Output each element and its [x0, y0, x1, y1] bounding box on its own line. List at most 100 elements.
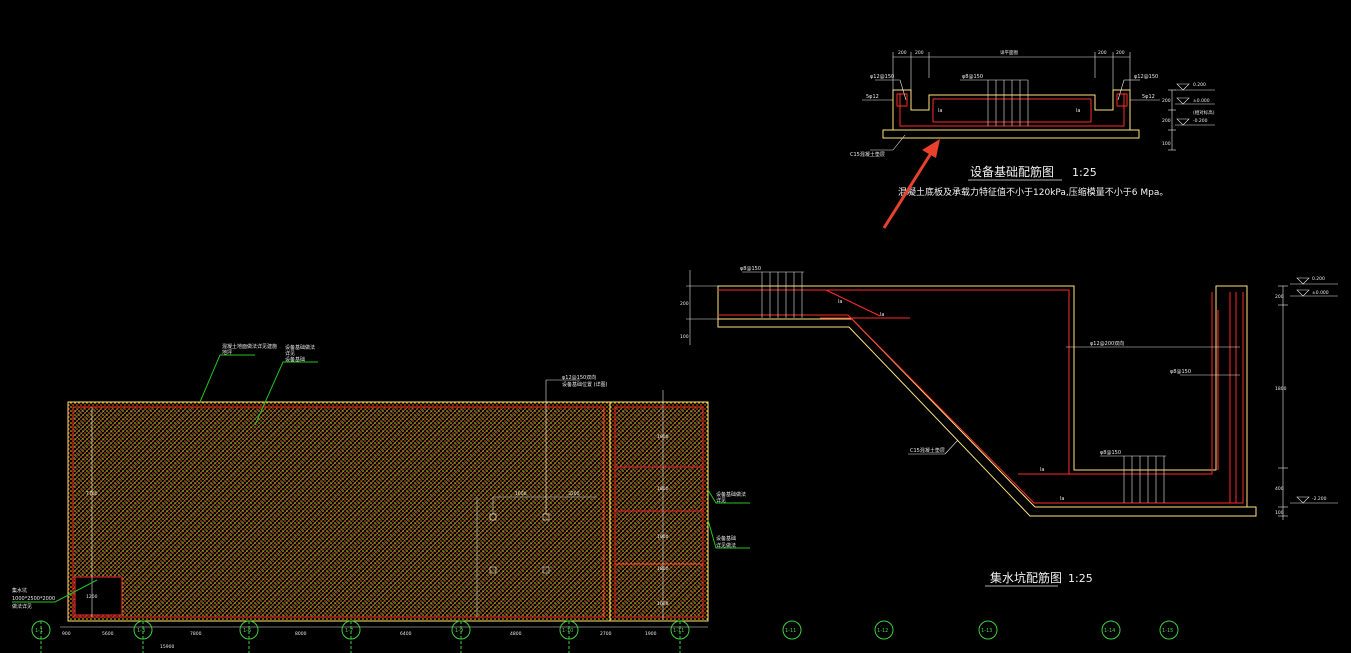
leader-1-line2: 地坪	[222, 349, 232, 356]
plan-bottom-dim-7: 2700	[600, 631, 612, 637]
leader-5-line2: 详见做法	[716, 542, 736, 549]
sump-top-bar-label: φ8@150	[740, 266, 761, 272]
equipment-title: 设备基础配筋图	[970, 164, 1054, 179]
grid-label-2: 1-3	[137, 628, 145, 634]
sump-concrete-outline	[717, 285, 1257, 517]
sump-level-2: ±0.000	[1312, 290, 1329, 296]
equipment-left-bar-label: φ12@150	[870, 74, 894, 80]
sump-bottom-bar-label: φ8@150	[1100, 450, 1121, 456]
sump-vertical-bar-label: φ12@200双向	[1090, 340, 1124, 347]
equipment-bar-ticks	[862, 79, 1160, 151]
sump-label-line2: 1000*2500*2000	[12, 596, 55, 602]
grid-label-9: 1-12	[877, 628, 888, 634]
equipment-level-note: (相对标高)	[1193, 109, 1215, 116]
sump-la-3: la	[1040, 467, 1044, 473]
leader-2-line1: 设备基础做法	[285, 344, 315, 351]
plan-bottom-dim-6: 4800	[510, 631, 522, 637]
sump-rebar	[718, 289, 1244, 504]
sump-level-markers	[1278, 277, 1338, 520]
plan-right-dim-3: 1900	[657, 534, 669, 540]
leader-4-line1: 设备基础做法	[716, 491, 746, 498]
grid-label-5: 1-9	[455, 628, 463, 634]
sump-la-4: la	[1060, 496, 1064, 502]
equipment-left-side-label: 5φ12	[866, 94, 879, 100]
plan-right-dim-4: 1800	[657, 566, 669, 572]
floor-plan: 1600 3200 7700 1200 1900 1800 1900 1800 …	[12, 343, 1179, 653]
sump-annotation-lines	[686, 270, 1240, 503]
plan-right-dim-2: 1800	[657, 486, 669, 492]
sump-right-dim-4: 100	[1275, 510, 1284, 516]
grid-label-4: 1-7	[345, 628, 353, 634]
leader-5-line1: 设备基础	[716, 535, 736, 542]
plan-right-dim-5: 1600	[657, 601, 669, 607]
sump-left-dim-1: 200	[680, 301, 689, 307]
sump-level-1: 0.200	[1312, 276, 1325, 282]
leader-2-line3: 设备基础	[285, 356, 305, 363]
plan-bottom-dim-3: 7800	[190, 631, 202, 637]
grid-label-3: 1-6	[243, 628, 251, 634]
equipment-scale: 1:25	[1072, 166, 1097, 179]
equipment-la-right: la	[1076, 108, 1080, 114]
sump-right-dim-1: 200	[1275, 294, 1284, 300]
equipment-level-markers	[1168, 83, 1215, 151]
sump-slope-label: C15混凝土垫层	[910, 447, 945, 454]
sump-left-dim-2: 100	[680, 334, 689, 340]
leader-3-line1: φ12@150双向	[562, 374, 596, 381]
plan-inner-dim-1: 1600	[515, 491, 527, 497]
sump-scale: 1:25	[1068, 572, 1093, 585]
equipment-foundation-detail: 200 200 详平面图 200 200	[850, 49, 1215, 229]
grid-label-1: 1-1	[35, 628, 43, 634]
equipment-top-dimensions	[892, 52, 1131, 90]
plan-slab-right-4	[614, 563, 704, 618]
sump-la-1: la	[838, 299, 842, 305]
plan-slab-right-2	[614, 466, 704, 512]
dim-top-2: 200	[915, 50, 924, 56]
dim-top-5: 200	[1116, 50, 1125, 56]
dim-top-4: 200	[1098, 50, 1107, 56]
equipment-note: 混凝土底板及承载力特征值不小于120kPa,压缩模量不小于6 Mpa。	[898, 186, 1168, 198]
sump-wall-bar-label: φ8@150	[1170, 369, 1191, 375]
sump-right-dim-3: 400	[1275, 486, 1284, 492]
highlight-arrow-head	[922, 139, 940, 158]
equipment-right-dim-1: 200	[1162, 98, 1171, 104]
equipment-level-1: 0.200	[1193, 82, 1206, 88]
sump-label-line3: 做法详见	[12, 603, 32, 610]
equipment-right-dim-3: 100	[1162, 141, 1171, 147]
equipment-level-2: ±0.000	[1193, 98, 1210, 104]
dim-top-1: 200	[898, 50, 907, 56]
equipment-right-side-label: 5φ12	[1142, 94, 1155, 100]
plan-sump-pit	[74, 576, 123, 616]
plan-bottom-dim-2: 5600	[102, 631, 114, 637]
equipment-right-bar-label: φ12@150	[1134, 74, 1158, 80]
plan-bottom-total: 15900	[160, 644, 174, 650]
plan-leaders	[12, 354, 750, 603]
sump-la-2: la	[880, 312, 884, 318]
plan-bottom-dim-4: 8000	[295, 631, 307, 637]
grid-label-6: 1-10	[562, 628, 573, 634]
equipment-top-bar-label: φ8@150	[962, 74, 983, 80]
plan-bottom-dim-5: 6400	[400, 631, 412, 637]
grid-label-11: 1-14	[1104, 628, 1115, 634]
plan-dimension-lines	[60, 379, 708, 628]
dim-top-3: 详平面图	[1000, 49, 1018, 56]
grid-label-7: 1-11	[673, 628, 684, 634]
equipment-concrete-outline	[892, 89, 1131, 131]
grid-label-8: 1-11	[785, 628, 796, 634]
plan-slab-right-3	[614, 510, 704, 565]
equipment-la-left: la	[938, 108, 942, 114]
sump-level-3: -2.200	[1312, 496, 1327, 502]
sump-label-line1: 集水坑	[12, 587, 27, 594]
leader-1-line1: 混凝土地面做法详见建施	[222, 343, 277, 350]
plan-inner-dim-2: 3200	[568, 491, 580, 497]
plan-bottom-dim-8: 1900	[645, 631, 657, 637]
plan-left-dim-2: 1200	[86, 594, 98, 600]
highlight-arrow	[882, 149, 935, 229]
equipment-right-dim-2: 200	[1162, 118, 1171, 124]
plan-right-dim-1: 1900	[657, 434, 669, 440]
plan-left-dim: 7700	[86, 491, 98, 497]
leader-3-line2: 设备基础位置 (详图)	[562, 381, 608, 388]
equipment-cushion-label: C15混凝土垫层	[850, 151, 885, 158]
leader-4-line2: 详见	[716, 497, 726, 504]
plan-bottom-dim-1: 900	[62, 631, 71, 637]
